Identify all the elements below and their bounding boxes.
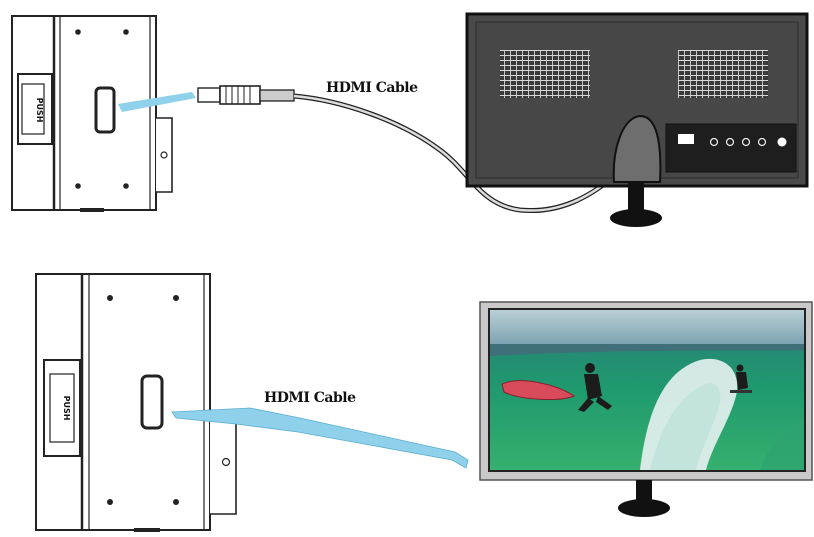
camera-icon [11,15,173,212]
camera-push-label: PUSH [62,396,71,421]
bottom-hdmi-cable-label: HDMI Cable [264,390,356,406]
monitor-stand-icon [618,480,670,517]
television-icon [479,301,813,517]
top-hdmi-cable-label: HDMI Cable [326,80,418,96]
television-icon [465,12,809,227]
top-diagram: PUSH HDMI Cable [11,12,809,227]
bottom-diagram: PUSH HDMI Cable [35,273,813,532]
camera-push-label: PUSH [35,98,44,123]
screen-image [490,310,804,470]
monitor-stand-icon [610,114,662,227]
hdmi-cable-icon [171,407,469,469]
